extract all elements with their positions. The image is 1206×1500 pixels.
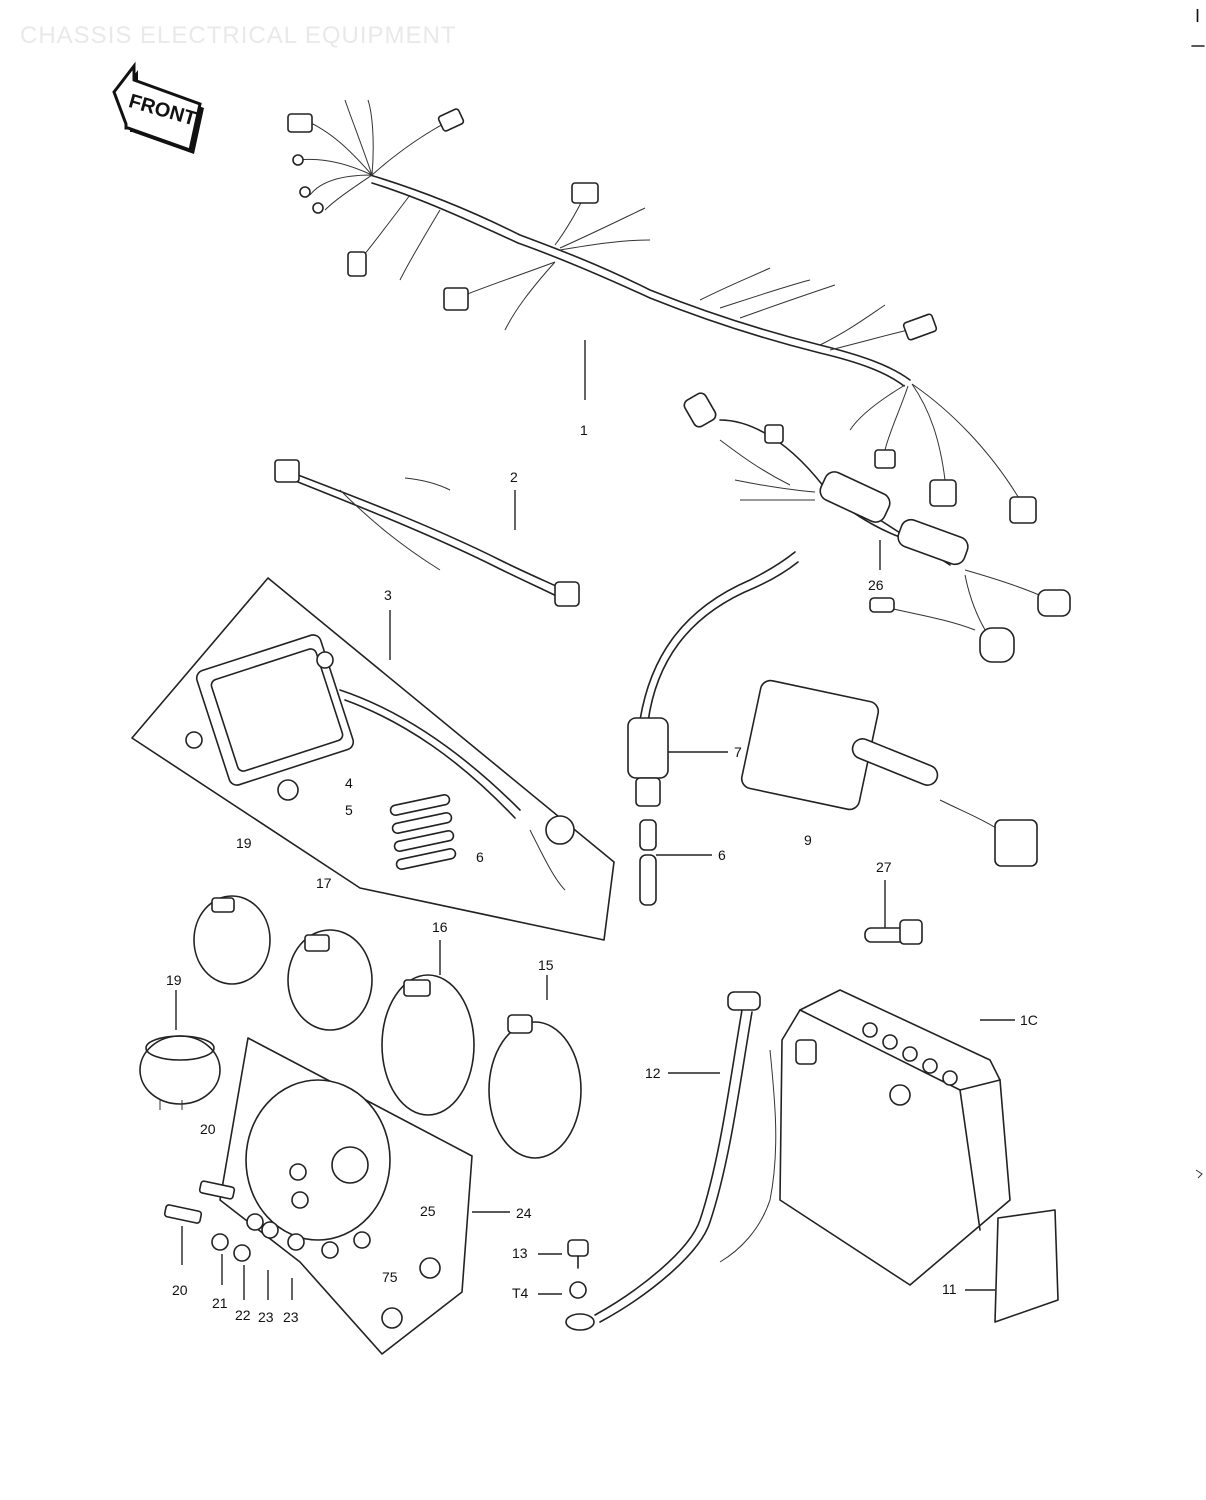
corner-mark: I — [1195, 6, 1200, 26]
callout-9: 9 — [804, 832, 812, 848]
ignition-coil — [740, 679, 1038, 867]
callout-6b: 6 — [718, 847, 726, 863]
battery-pad — [965, 1209, 1059, 1323]
terminal-bolt-and-nut — [538, 1239, 589, 1299]
callout-2: 2 — [510, 469, 518, 485]
callout-22: 22 — [235, 1307, 251, 1323]
callout-26: 26 — [868, 577, 884, 593]
battery-cable — [565, 991, 761, 1331]
sub-harness — [274, 459, 580, 607]
callout-19b: 19 — [166, 972, 182, 988]
horn — [139, 990, 221, 1110]
callout-11: 11 — [942, 1281, 957, 1297]
callout-20a: 20 — [200, 1121, 216, 1137]
clamp-band-17 — [287, 929, 373, 1031]
callout-25a: 25 — [420, 1203, 436, 1219]
fastener-set — [163, 1180, 305, 1300]
callout-1: 1 — [580, 422, 588, 438]
callout-16: 16 — [432, 919, 448, 935]
callout-20b: 20 — [172, 1282, 188, 1298]
callout-24: 24 — [516, 1205, 532, 1221]
callout-25b: 75 — [382, 1269, 398, 1285]
callout-6a: 6 — [476, 849, 484, 865]
callout-12: 12 — [645, 1065, 661, 1081]
edge-mark — [1195, 1169, 1203, 1179]
callout-15: 15 — [538, 957, 554, 973]
callout-3: 3 — [384, 587, 392, 603]
callout-13: 13 — [512, 1245, 528, 1261]
horn-panel — [219, 1037, 510, 1355]
front-arrow-icon: FRONT — [112, 61, 204, 154]
lamp-cable-harness — [683, 392, 1071, 663]
main-wiring-harness — [287, 99, 1037, 524]
clamp-band-15 — [488, 975, 582, 1159]
callout-21: 21 — [212, 1295, 228, 1311]
callout-23a: 23 — [258, 1309, 274, 1325]
switch-with-cable — [627, 551, 799, 906]
callout-14: T4 — [512, 1285, 529, 1301]
clamp-band-19 — [193, 895, 271, 985]
callout-7: 7 — [734, 744, 742, 760]
spacer-set — [389, 794, 457, 870]
coil-bracket — [864, 880, 923, 945]
clamp-band-16 — [381, 940, 475, 1116]
callout-23b: 23 — [283, 1309, 299, 1325]
page-title: CHASSIS ELECTRICAL EQUIPMENT — [20, 22, 457, 49]
callout-5: 5 — [345, 802, 353, 818]
callout-19a: 19 — [236, 835, 252, 851]
battery — [719, 989, 1015, 1286]
regulator-panel — [131, 577, 615, 941]
callout-4: 4 — [345, 775, 353, 791]
callout-10: 1C — [1020, 1012, 1038, 1028]
callout-27: 27 — [876, 859, 892, 875]
callout-17: 17 — [316, 875, 332, 891]
